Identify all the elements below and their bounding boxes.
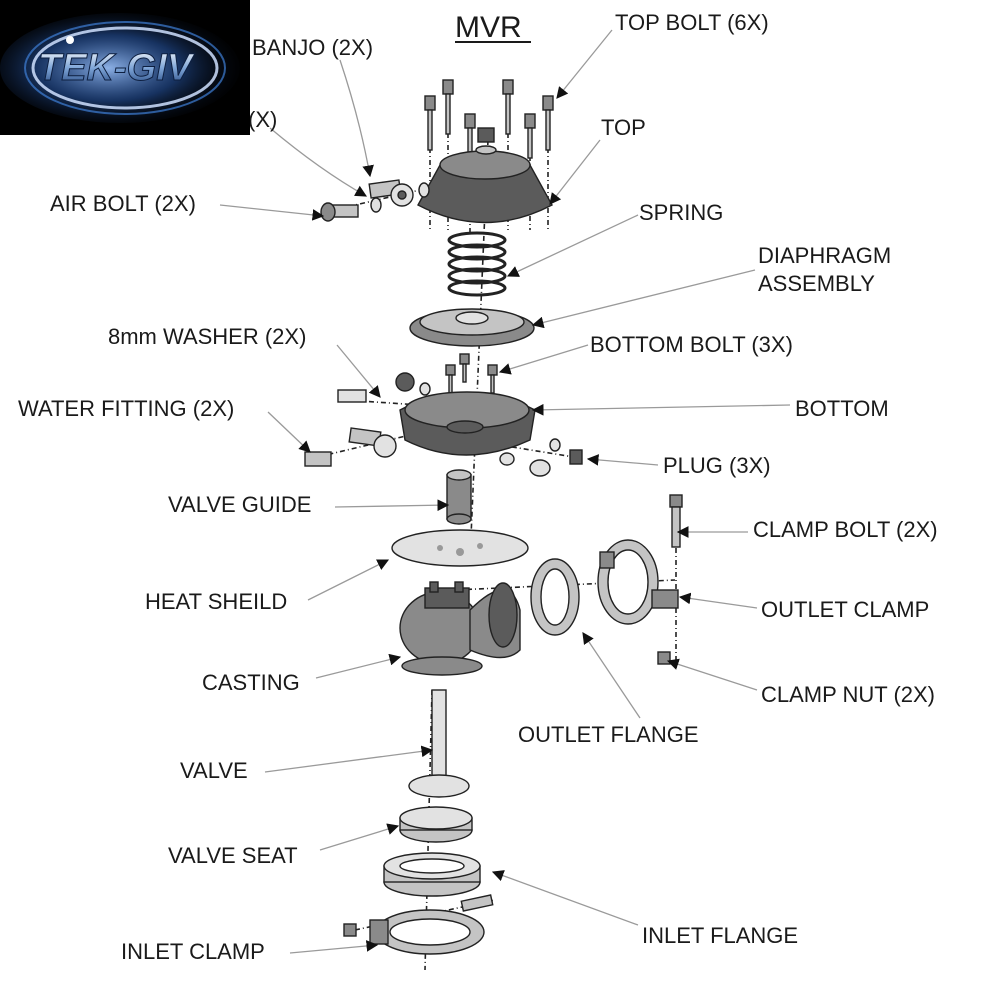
label-casting: CASTING [202, 670, 300, 695]
label-heat-shield: HEAT SHEILD [145, 589, 287, 614]
logo-wordmark: TEK-GIV [38, 47, 195, 89]
leader-lines [219, 29, 791, 954]
bottom-bolts [445, 353, 498, 394]
top-cap [417, 127, 553, 224]
label-valve-seat: VALVE SEAT [168, 843, 298, 868]
label-crush-washer-partial: (X) [248, 107, 277, 132]
label-plug: PLUG (3X) [663, 453, 771, 478]
valve-guide [446, 469, 472, 525]
clamp-nut [657, 651, 671, 665]
label-valve-guide: VALVE GUIDE [168, 492, 311, 517]
label-water-fitting: WATER FITTING (2X) [18, 396, 234, 421]
water-fittings [304, 372, 561, 477]
brand-logo: TEK-GIV [0, 0, 250, 135]
heat-shield [391, 529, 529, 567]
bottom-housing [399, 391, 536, 456]
label-inlet-flange: INLET FLANGE [642, 923, 798, 948]
logo-swoosh-icon: TEK-GIV [0, 13, 240, 123]
label-top-bolt: TOP BOLT (6X) [615, 10, 769, 35]
label-outlet-flange: OUTLET FLANGE [518, 722, 699, 747]
diaphragm-assembly [409, 308, 535, 347]
label-valve: VALVE [180, 758, 248, 783]
outlet-clamp [597, 539, 679, 625]
label-diaphragm-line2: ASSEMBLY [758, 271, 875, 296]
inlet-flange [383, 852, 481, 897]
casting [399, 581, 521, 676]
air-bolt [320, 202, 359, 222]
label-spring: SPRING [639, 200, 723, 225]
label-outlet-clamp: OUTLET CLAMP [761, 597, 929, 622]
outlet-flange [530, 558, 580, 636]
label-clamp-nut: CLAMP NUT (2X) [761, 682, 935, 707]
label-8mm-washer: 8mm WASHER (2X) [108, 324, 306, 349]
clamp-bolt [669, 494, 683, 548]
spring [447, 231, 507, 297]
top-bolts [424, 79, 554, 159]
valve-seat [399, 806, 473, 843]
label-bottom-bolt: BOTTOM BOLT (3X) [590, 332, 793, 357]
plug [569, 449, 583, 465]
label-bottom: BOTTOM [795, 396, 889, 421]
diagram-title: MVR [455, 11, 522, 44]
label-air-bolt: AIR BOLT (2X) [50, 191, 196, 216]
label-banjo: BANJO (2X) [252, 35, 373, 60]
label-inlet-clamp: INLET CLAMP [121, 939, 265, 964]
label-top: TOP [601, 115, 646, 140]
valve [408, 689, 470, 798]
banjo-fitting [368, 179, 430, 213]
label-diaphragm-line1: DIAPHRAGM [758, 243, 891, 268]
inlet-clamp [343, 894, 494, 955]
label-clamp-bolt: CLAMP BOLT (2X) [753, 517, 938, 542]
